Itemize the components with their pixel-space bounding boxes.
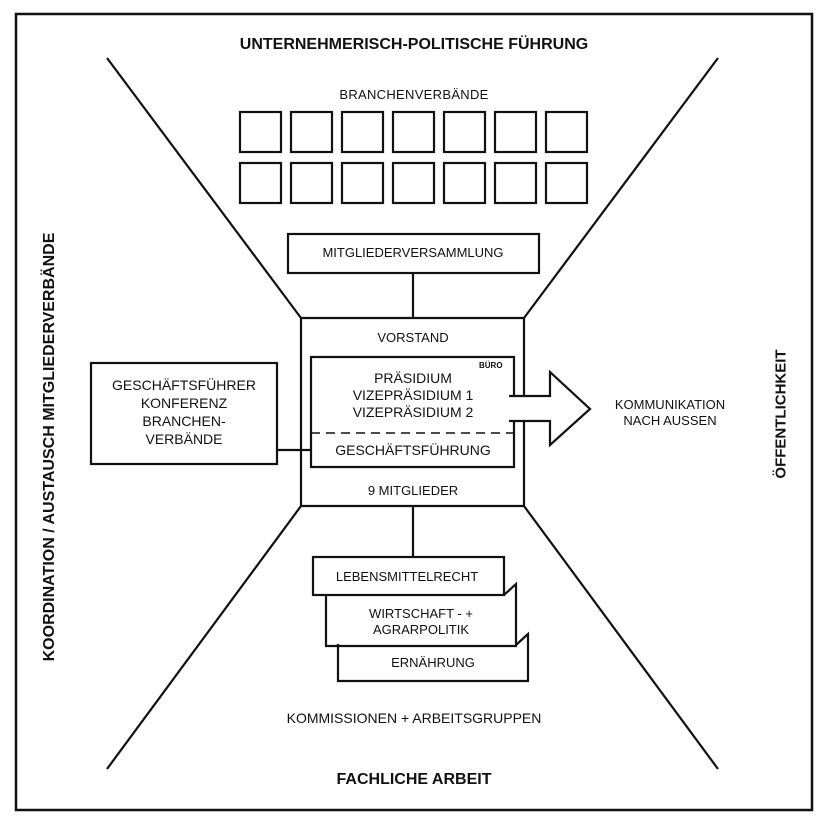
right-side-label: ÖFFENTLICHKEIT [772, 349, 790, 479]
branchenverband-box [289, 110, 334, 154]
top-title: UNTERNEHMERISCH-POLITISCHE FÜHRUNG [239, 36, 589, 53]
branchenverbaende-grid [238, 110, 589, 205]
outer-frame [14, 12, 814, 812]
branchenverband-box [442, 110, 487, 154]
wirtschaft-box [324, 581, 518, 648]
ernaehrung-label: ERNÄHRUNG [391, 655, 475, 670]
vorstand-label: VORSTAND [377, 330, 449, 345]
vorstand-box [299, 316, 526, 508]
lebensmittelrecht-box [311, 555, 506, 597]
branchenverband-box [544, 161, 589, 205]
praesidium-label: PRÄSIDIUM VIZEPRÄSIDIUM 1 VIZEPRÄSIDIUM … [311, 370, 515, 421]
vizepraesidium-2-line: VIZEPRÄSIDIUM 2 [352, 404, 474, 420]
gf-konferenz-box [89, 361, 279, 466]
branchenverband-box [544, 110, 589, 154]
wirtschaft-line: AGRARPOLITIK [372, 622, 470, 637]
kommissionen-label: KOMMISSIONEN + ARBEITSGRUPPEN [286, 710, 542, 726]
members-label: 9 MITGLIEDER [367, 483, 459, 498]
gfk-line: VERBÄNDE [145, 431, 223, 447]
wirtschaft-line: WIRTSCHAFT - + [369, 606, 473, 621]
gf-konferenz-label: GESCHÄFTSFÜHRER KONFERENZ BRANCHEN- VERB… [91, 376, 277, 448]
branchenverband-box [493, 161, 538, 205]
branchenverband-box [391, 110, 436, 154]
diagonal-bottom-left [106, 505, 302, 770]
branchenverband-box [238, 110, 283, 154]
gfk-line: BRANCHEN- [142, 413, 226, 429]
left-side-label: KOORDINATION / AUSTAUSCH MITGLIEDERVERBÄ… [41, 232, 58, 662]
branchenverband-box [391, 161, 436, 205]
branchenverband-box [289, 161, 334, 205]
lebensmittelrecht-label: LEBENSMITTELRECHT [335, 569, 479, 584]
branchenverband-box [442, 161, 487, 205]
praesidium-line: PRÄSIDIUM [374, 370, 452, 386]
buero-tag: BÜRO [479, 361, 503, 370]
branchenverband-box [340, 110, 385, 154]
praesidium-box [309, 355, 516, 469]
ernaehrung-fold [515, 633, 529, 646]
diagonal-bottom-right [523, 505, 719, 770]
branchenverband-box [493, 110, 538, 154]
vizepraesidium-1-line: VIZEPRÄSIDIUM 1 [352, 387, 474, 403]
geschaeftsfuehrung-label: GESCHÄFTSFÜHRUNG [335, 442, 491, 458]
diagonal-top-left [106, 57, 302, 319]
kommunikation-arrow [509, 369, 592, 448]
kommunikation-line: NACH AUSSEN [623, 413, 717, 428]
gfk-line: GESCHÄFTSFÜHRER [112, 377, 256, 393]
bottom-title: FACHLICHE ARBEIT [336, 771, 492, 788]
branchenverband-box [340, 161, 385, 205]
branchenverbaende-label: BRANCHENVERBÄNDE [339, 87, 489, 102]
kommunikation-label: KOMMUNIKATION NACH AUSSEN [590, 397, 750, 429]
mitgliederversammlung-label: MITGLIEDERVERSAMMLUNG [322, 245, 504, 260]
branchenverband-box [238, 161, 283, 205]
wirtschaft-label: WIRTSCHAFT - + AGRARPOLITIK [326, 606, 516, 638]
diagonal-top-right [523, 57, 719, 319]
gfk-line: KONFERENZ [140, 395, 228, 411]
kommunikation-line: KOMMUNIKATION [614, 397, 726, 412]
